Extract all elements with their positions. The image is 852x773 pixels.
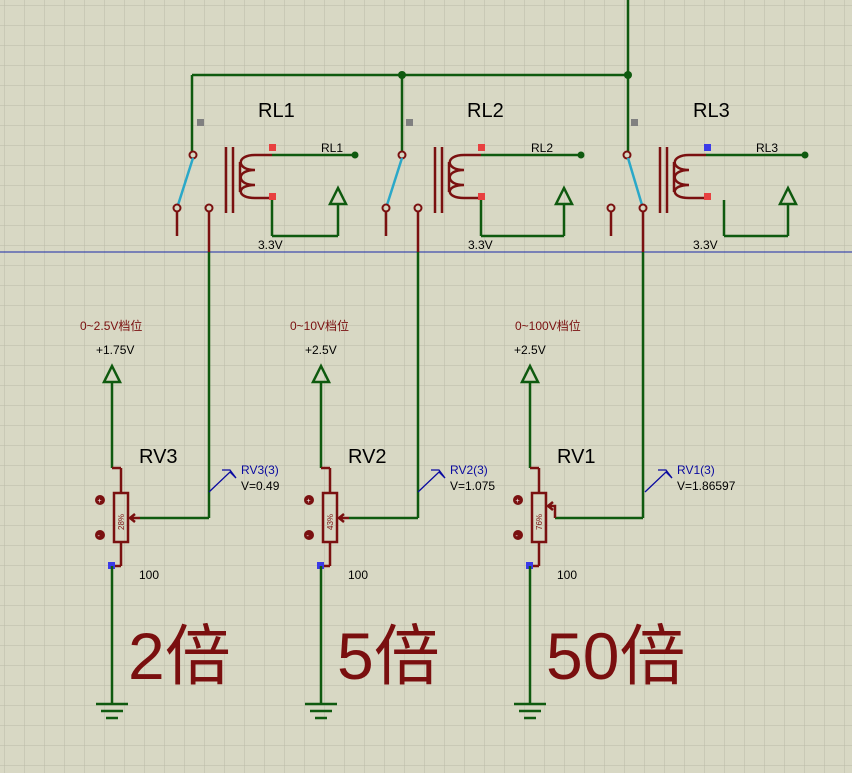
relay-rl1[interactable]: RL1 RL1 3.3V — [172, 100, 359, 252]
relay-supply-label: 3.3V — [468, 238, 493, 252]
pin-marker-icon — [704, 193, 711, 200]
switch-blade — [176, 157, 195, 206]
pot-down-button-icon[interactable] — [304, 530, 314, 540]
probe-voltage: V=1.86597 — [677, 479, 736, 493]
switch-blade — [626, 157, 644, 206]
pot-up-button-icon[interactable] — [513, 495, 523, 505]
voltage-probe-icon[interactable] — [644, 469, 673, 493]
ground-icon — [514, 702, 546, 720]
pot-value-label: 100 — [139, 568, 159, 582]
gain-label: 50倍 — [546, 619, 685, 693]
range-label: 0~10V档位 — [290, 318, 349, 333]
range-label: 0~100V档位 — [515, 318, 581, 333]
svg-text:-: - — [516, 533, 519, 540]
svg-text:-: - — [98, 533, 101, 540]
svg-text:-: - — [307, 533, 310, 540]
switch-no-terminal — [204, 203, 214, 213]
pin-marker-icon — [478, 193, 485, 200]
supply-label: +2.5V — [514, 343, 546, 357]
pot-up-button-icon[interactable] — [95, 495, 105, 505]
pot-wiper-arrow-icon — [336, 513, 349, 523]
relay-net-label: RL3 — [756, 141, 778, 155]
relay-supply-label: 3.3V — [258, 238, 283, 252]
pot-ref-label: RV1 — [557, 446, 596, 468]
pin-marker-icon — [269, 193, 276, 200]
relay-rl2[interactable]: RL2 RL2 3.3V — [381, 100, 585, 252]
relay-rl3[interactable]: RL3 RL3 3.3V — [606, 100, 809, 252]
svg-text:+: + — [98, 498, 102, 505]
ground-icon — [96, 702, 128, 720]
svg-text:+: + — [516, 498, 520, 505]
pot-value-label: 100 — [348, 568, 368, 582]
switch-blade — [385, 157, 404, 206]
pot-percent-label: 28% — [117, 514, 126, 530]
relay-ref-label: RL3 — [693, 100, 730, 122]
gain-label: 2倍 — [128, 619, 231, 693]
relay-ref-label: RL2 — [467, 100, 504, 122]
pot-down-button-icon[interactable] — [513, 530, 523, 540]
pot-value-label: 100 — [557, 568, 577, 582]
pot-percent-label: 43% — [326, 514, 335, 530]
voltage-probe-icon[interactable] — [417, 469, 446, 493]
pot-down-button-icon[interactable] — [95, 530, 105, 540]
pot-up-button-icon[interactable] — [304, 495, 314, 505]
pin-marker-icon — [478, 144, 485, 151]
switch-nc-terminal — [381, 203, 391, 213]
pot-ref-label: RV3 — [139, 446, 178, 468]
supply-label: +1.75V — [96, 343, 134, 357]
power-arrow-icon — [553, 185, 575, 206]
switch-nc-terminal — [606, 203, 616, 213]
relay-net-label: RL2 — [531, 141, 553, 155]
relay-supply-label: 3.3V — [693, 238, 718, 252]
probe-label: RV2(3) — [450, 463, 488, 477]
probe-voltage: V=0.49 — [241, 479, 280, 493]
pin-marker-icon — [704, 144, 711, 151]
pot-rv1[interactable]: 0~100V档位 +2.5V RV1 76% + - 100 RV1(3) V=… — [513, 318, 736, 720]
pin-marker-icon — [631, 119, 638, 126]
pin-marker-icon — [108, 562, 115, 569]
relay-ref-label: RL1 — [258, 100, 295, 122]
pot-rv2[interactable]: 0~10V档位 +2.5V RV2 43% + - 100 RV2(3) V=1… — [290, 318, 495, 720]
wiper-wires — [140, 252, 645, 520]
probe-voltage: V=1.075 — [450, 479, 495, 493]
pot-percent-label: 76% — [535, 514, 544, 530]
top-bus — [190, 0, 632, 152]
pin-marker-icon — [197, 119, 204, 126]
gain-label: 5倍 — [337, 619, 440, 693]
probe-label: RV1(3) — [677, 463, 715, 477]
svg-text:+: + — [307, 498, 311, 505]
relay-net-label: RL1 — [321, 141, 343, 155]
range-label: 0~2.5V档位 — [80, 318, 142, 333]
power-arrow-icon — [777, 185, 799, 206]
pin-marker-icon — [317, 562, 324, 569]
switch-no-terminal — [638, 203, 648, 213]
ground-icon — [305, 702, 337, 720]
supply-label: +2.5V — [305, 343, 337, 357]
switch-nc-terminal — [172, 203, 182, 213]
pin-marker-icon — [269, 144, 276, 151]
pot-wiper-arrow-icon — [545, 501, 557, 518]
switch-no-terminal — [413, 203, 423, 213]
pot-ref-label: RV2 — [348, 446, 387, 468]
probe-label: RV3(3) — [241, 463, 279, 477]
pot-rv3[interactable]: 0~2.5V档位 +1.75V RV3 28% + - 100 RV3(3) V… — [80, 318, 280, 720]
pot-wiper-arrow-icon — [127, 513, 140, 523]
power-arrow-icon — [327, 185, 349, 206]
voltage-probe-icon[interactable] — [208, 469, 237, 493]
pin-marker-icon — [406, 119, 413, 126]
pin-marker-icon — [526, 562, 533, 569]
